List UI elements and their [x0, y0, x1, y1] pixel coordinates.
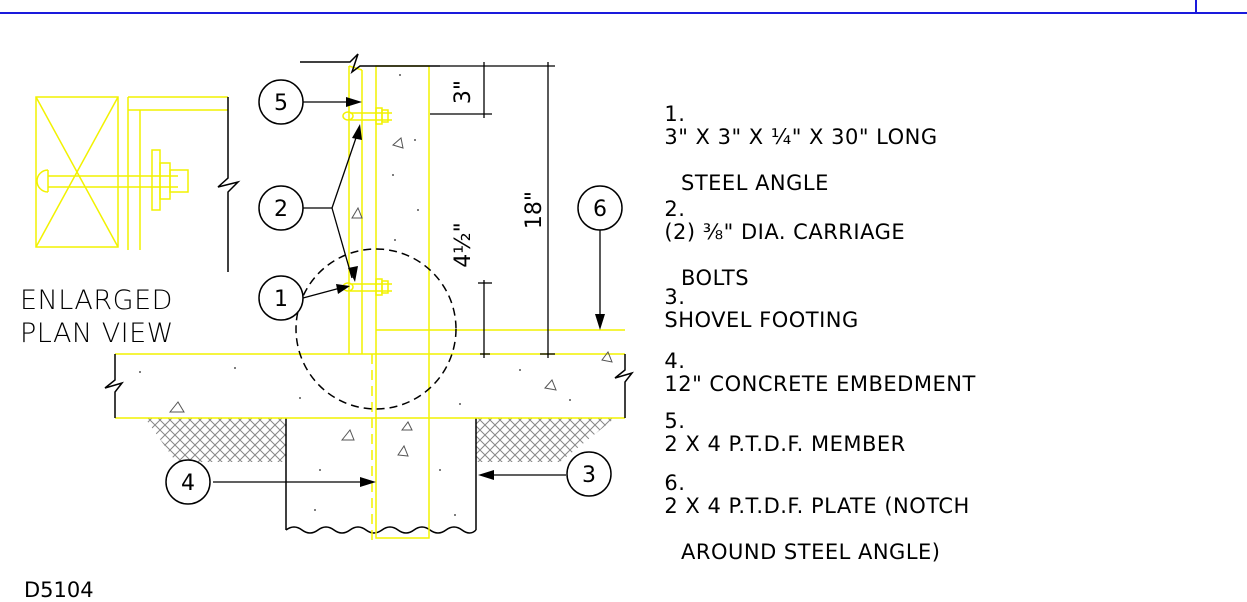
- dimension-top: 3": [451, 80, 476, 104]
- note-text-cont: AROUND STEEL ANGLE): [681, 540, 941, 564]
- note-number: 3.: [664, 285, 686, 309]
- view-label-line2: PLAN VIEW: [20, 318, 174, 349]
- section-detail: [104, 53, 635, 540]
- note-number: 6.: [664, 471, 686, 495]
- svg-text:1: 1: [274, 287, 288, 312]
- note-text: 2 X 4 P.T.D.F. MEMBER: [664, 432, 906, 456]
- svg-text:4: 4: [181, 471, 195, 496]
- svg-text:2: 2: [274, 197, 288, 222]
- drawing-number: D5104: [24, 578, 94, 602]
- note-text-cont: BOLTS: [681, 266, 750, 290]
- note-number: 4.: [664, 349, 686, 373]
- note-text-cont: STEEL ANGLE: [681, 171, 829, 195]
- sheet-frame: [0, 0, 1247, 14]
- view-label-line1: ENLARGED: [20, 285, 173, 316]
- enlarged-plan-view: [35, 96, 241, 272]
- dimension-lower: 4½": [451, 222, 476, 267]
- note-5: 5. 2 X 4 P.T.D.F. MEMBER: [650, 387, 906, 456]
- callout-6: 6: [577, 185, 623, 231]
- callout-5: 5: [258, 79, 304, 125]
- callout-3: 3: [566, 451, 612, 497]
- note-2: 2. (2) ⅜" DIA. CARRIAGE BOLTS: [650, 175, 905, 313]
- note-1: 1. 3" X 3" X ¼" X 30" LONG STEEL ANGLE: [650, 80, 938, 218]
- note-4: 4. 12" CONCRETE EMBEDMENT: [650, 327, 976, 396]
- note-number: 1.: [664, 102, 686, 126]
- note-6: 6. 2 X 4 P.T.D.F. PLATE (NOTCH AROUND ST…: [650, 449, 970, 587]
- dimension-overall: 18": [522, 191, 547, 229]
- svg-text:5: 5: [274, 91, 288, 116]
- callout-4: 4: [165, 459, 211, 505]
- note-text: (2) ⅜" DIA. CARRIAGE: [664, 220, 906, 244]
- note-3: 3. SHOVEL FOOTING: [650, 263, 859, 332]
- svg-text:3: 3: [582, 463, 596, 488]
- note-text: 3" X 3" X ¼" X 30" LONG: [664, 125, 938, 149]
- note-text: 2 X 4 P.T.D.F. PLATE (NOTCH: [664, 494, 970, 518]
- svg-text:6: 6: [593, 197, 607, 222]
- note-text: 12" CONCRETE EMBEDMENT: [664, 372, 976, 396]
- note-text: SHOVEL FOOTING: [664, 308, 859, 332]
- note-number: 5.: [664, 409, 686, 433]
- callout-1: 1: [258, 275, 304, 321]
- note-number: 2.: [664, 197, 686, 221]
- callout-2: 2: [258, 185, 304, 231]
